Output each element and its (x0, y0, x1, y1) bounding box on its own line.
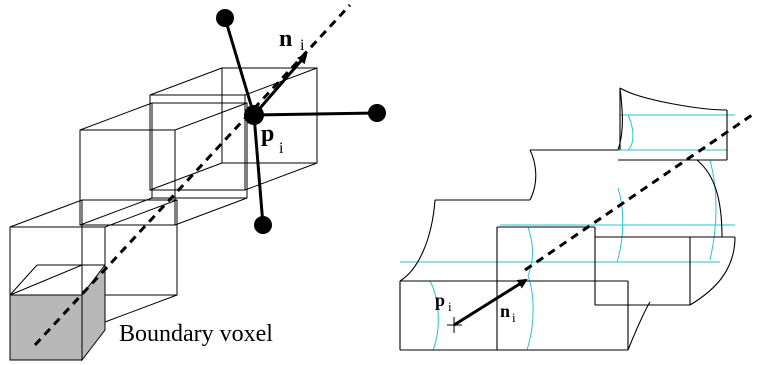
right-point-subscript: i (448, 299, 452, 314)
left-normal-arrow (252, 53, 308, 116)
neighbor-point-right (368, 104, 386, 122)
left-dashed-axis (33, 3, 352, 347)
right-normal-arrow (453, 278, 528, 327)
voxel-cube-3 (79, 102, 248, 226)
boundary-voxel-caption: Boundary voxel (119, 321, 273, 347)
boundary-voxel-front-face (9, 294, 83, 361)
right-normal-label: n (500, 301, 510, 321)
neighbor-links (223, 17, 378, 226)
isosurface-voxels (399, 87, 736, 351)
right-normal-subscript: i (512, 310, 516, 325)
right-dashed-axis (524, 111, 756, 272)
left-panel: n i p i Boundary voxel (9, 3, 386, 362)
right-point-label: p (435, 290, 445, 310)
left-normal-subscript: i (300, 37, 305, 54)
left-point-label: p (261, 121, 274, 147)
boundary-voxel-side-face (81, 263, 106, 362)
voxel-cube-4 (149, 67, 318, 191)
neighbor-point-top (216, 9, 234, 27)
surface-point-pi (244, 105, 264, 125)
right-panel: p i n i (399, 87, 756, 351)
left-normal-label: n (279, 26, 292, 52)
boundary-voxel (9, 263, 106, 362)
neighbor-point-bottom (254, 216, 272, 234)
left-point-subscript: i (279, 140, 284, 157)
